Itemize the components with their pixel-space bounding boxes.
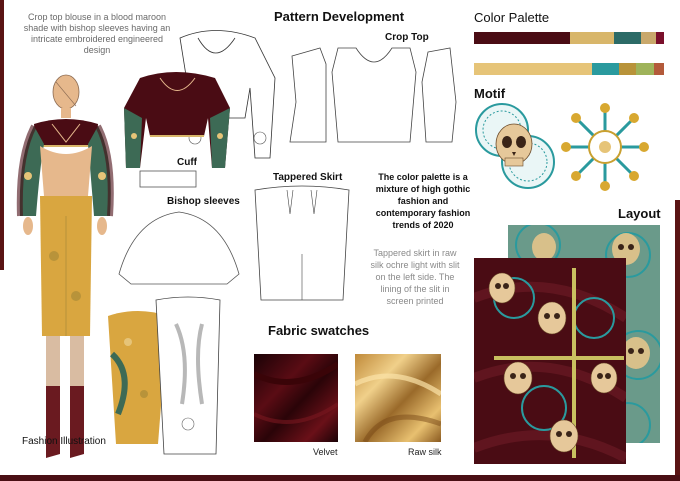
skirt-note: Tappered skirt in raw silk ochre light w…	[370, 248, 460, 306]
skull-motif-illustration	[475, 103, 555, 189]
fashion-illustration-label: Fashion Illustration	[22, 436, 106, 447]
palette-swatch-sand	[474, 63, 592, 75]
fashion-description: Crop top blouse in a blood maroon shade …	[23, 12, 171, 55]
palette-swatch-maroon	[474, 32, 570, 44]
palette-swatch-teal	[614, 32, 641, 44]
palette-swatch-turquoise	[592, 63, 619, 75]
raw-silk-label: Raw silk	[408, 447, 442, 457]
frame-accent-left	[0, 0, 4, 270]
color-palette-title: Color Palette	[474, 10, 550, 25]
skirt-flat-drawing	[108, 296, 221, 455]
motif-title: Motif	[474, 86, 506, 101]
velvet-label: Velvet	[313, 447, 338, 457]
palette-swatch-rust	[654, 63, 664, 75]
palette-swatch-olive	[636, 63, 654, 75]
fabric-swatches-title: Fabric swatches	[268, 323, 370, 338]
velvet-swatch	[254, 354, 338, 442]
pattern-development-title: Pattern Development	[274, 9, 405, 24]
crop-top-flat-drawing	[124, 30, 276, 168]
palette-strip-1	[474, 32, 664, 44]
palette-swatch-ochre	[570, 32, 614, 44]
frame-accent-bottom	[0, 475, 680, 481]
crop-top-label: Crop Top	[385, 32, 429, 43]
cuff-pattern	[139, 170, 197, 188]
tapered-skirt-pattern	[254, 185, 350, 301]
bishop-sleeves-label: Bishop sleeves	[167, 196, 240, 207]
layout-title: Layout	[618, 206, 661, 221]
crop-top-pattern-pieces	[289, 47, 457, 143]
fashion-figure-illustration	[16, 74, 114, 458]
palette-note: The color palette is a mixture of high g…	[375, 172, 471, 230]
cuff-label: Cuff	[177, 157, 197, 168]
palette-swatch-crimson	[656, 32, 664, 44]
layout-print-maroon-panel	[474, 258, 626, 464]
mandala-motif-illustration	[561, 103, 649, 191]
raw-silk-swatch	[355, 354, 441, 442]
palette-swatch-tan	[641, 32, 656, 44]
tapered-skirt-label: Tappered Skirt	[273, 172, 343, 183]
bishop-sleeve-pattern	[118, 211, 240, 285]
palette-strip-2	[474, 63, 664, 75]
palette-swatch-mustard	[619, 63, 636, 75]
frame-accent-right	[675, 200, 680, 481]
